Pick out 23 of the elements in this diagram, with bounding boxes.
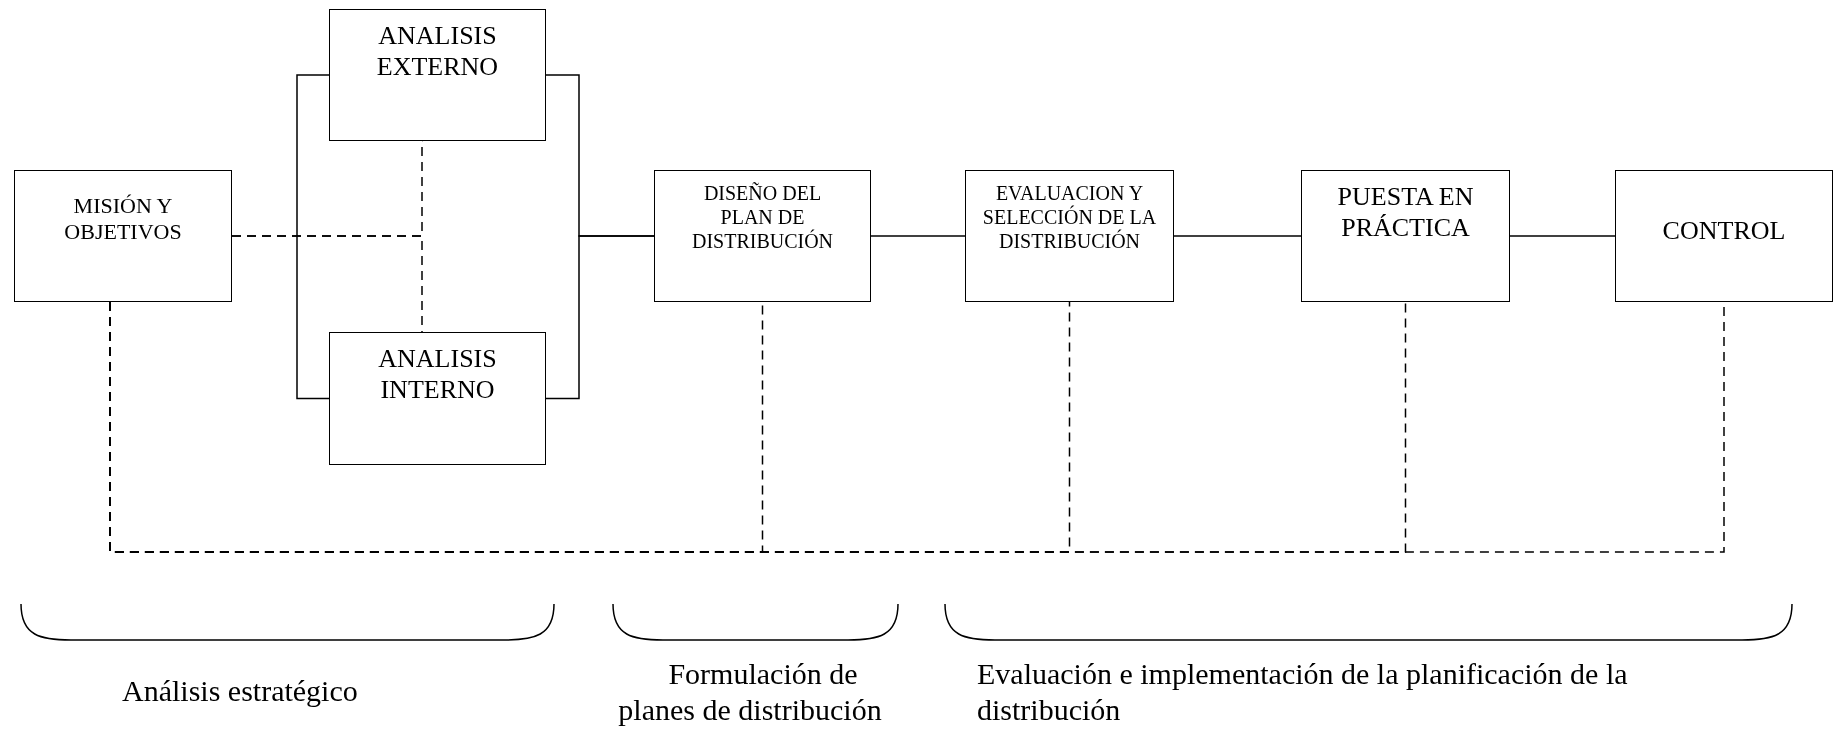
box-label: MISIÓN Y OBJETIVOS: [63, 193, 183, 246]
process-box: [1301, 170, 1510, 302]
connector-line: [545, 235, 655, 400]
process-box: [654, 170, 871, 302]
phase-label: Análisis estratégico: [122, 673, 359, 709]
process-box: [1615, 170, 1833, 302]
process-box: [14, 170, 232, 302]
connector-line: [296, 74, 330, 400]
box-label: CONTROL: [1662, 215, 1786, 247]
box-label: ANALISIS EXTERNO: [375, 20, 500, 83]
phase-label: Evaluación e implementación de la planificación de la distribución: [977, 656, 1629, 728]
connector-line: [1173, 235, 1302, 237]
box-label: DISEÑO DEL PLAN DE DISTRIBUCIÓN: [690, 181, 835, 253]
box-label: EVALUACION Y SELECCIÓN DE LA DISTRIBUCIÓN: [981, 181, 1158, 253]
connector-line: [1509, 235, 1616, 237]
box-label: ANALISIS INTERNO: [377, 343, 498, 406]
process-box: [965, 170, 1174, 302]
connector-line: [870, 235, 966, 237]
box-label: PUESTA EN PRÁCTICA: [1336, 181, 1475, 244]
phase-label: Formulación de planes de distribución: [617, 656, 883, 728]
connector-line: [109, 301, 1725, 553]
process-box: [329, 9, 546, 141]
process-box: [329, 332, 546, 465]
